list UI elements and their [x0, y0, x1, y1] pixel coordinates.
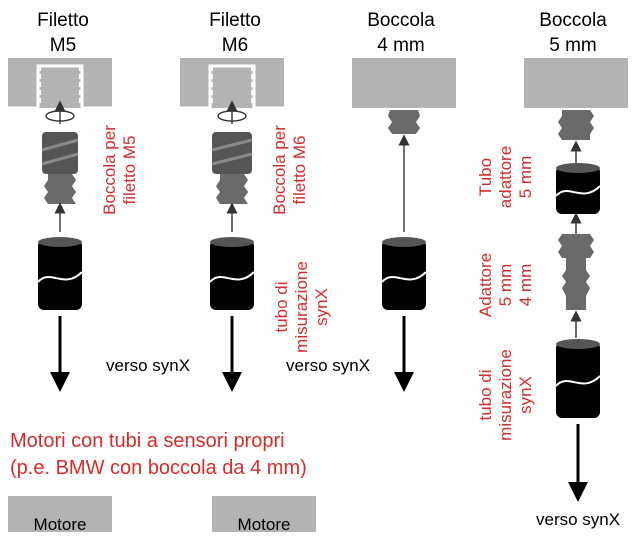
title-line2: M5	[49, 35, 77, 56]
title-line2: M6	[221, 35, 249, 56]
label-line: Boccola per	[100, 125, 119, 215]
label-line: misurazione	[496, 349, 515, 441]
label-line: filetto M6	[290, 135, 309, 205]
title-line2: 4 mm	[377, 35, 425, 56]
verso-synx-label: verso synX	[286, 356, 371, 375]
title-line1: Boccola	[367, 10, 435, 31]
label-line: filetto M5	[120, 135, 139, 205]
bushing-5mm	[558, 110, 594, 140]
arrow-down-head	[568, 482, 588, 502]
title-line1: Filetto	[37, 10, 89, 31]
bushing-4mm	[388, 110, 420, 134]
arrow-down-head	[222, 372, 242, 392]
note-line2: (p.e. BMW con boccola da 4 mm)	[10, 457, 307, 479]
title-filetto-m5: Filetto M5	[8, 8, 118, 58]
label-line: Tubo	[476, 157, 495, 197]
label-line: Boccola per	[270, 125, 289, 215]
title-boccola-5mm: Boccola 5 mm	[518, 8, 628, 58]
label-line: 5 mm	[516, 155, 535, 199]
label-tube-5mm: tubo di misurazione synX	[476, 330, 536, 460]
housing-m6	[180, 58, 284, 110]
title-filetto-m6: Filetto M6	[180, 8, 290, 58]
title-line2: 5 mm	[549, 35, 597, 56]
label-line: tubo di	[476, 369, 495, 421]
arrow-down-head	[50, 372, 70, 392]
motor-block: Motore	[212, 496, 316, 534]
adapter-tube	[555, 163, 601, 214]
label-line: tubo di	[272, 281, 291, 333]
bushing-m5	[41, 132, 79, 204]
label-line: synX	[312, 288, 331, 326]
measuring-tube-m5	[37, 237, 83, 310]
measuring-tube-m6	[209, 237, 255, 310]
housing-m5	[8, 58, 112, 110]
label-line: misurazione	[292, 261, 311, 353]
label-line: adattore	[496, 145, 515, 209]
title-line1: Boccola	[539, 10, 607, 31]
label-bushing-m6: Boccola per filetto M6	[270, 100, 310, 240]
housing-4mm	[352, 58, 456, 108]
title-boccola-4mm: Boccola 4 mm	[346, 8, 456, 58]
motor-block: Motore	[8, 496, 112, 534]
rotation-icon	[217, 100, 247, 124]
note-text: Motori con tubi a sensori propri (p.e. B…	[10, 428, 307, 482]
note-line1: Motori con tubi a sensori propri	[10, 430, 285, 452]
label-bushing-m5: Boccola per filetto M5	[100, 100, 140, 240]
measuring-tube-4mm	[381, 237, 427, 310]
verso-synx-label: verso synX	[536, 510, 621, 529]
bushing-m6	[211, 132, 253, 204]
assembly-diagram	[8, 58, 628, 502]
label-line: Adattore	[476, 252, 495, 318]
label-line: 5 mm	[496, 263, 515, 307]
label-adapter: Adattore 5 mm 4 mm	[476, 226, 536, 344]
arrow-down-head	[394, 372, 414, 392]
measuring-tube-5mm	[555, 339, 601, 418]
label-tube-m6: tubo di misurazione synX	[272, 242, 332, 372]
adapter-5-4	[558, 234, 594, 310]
verso-synx-label: verso synX	[106, 356, 191, 375]
label-line: synX	[516, 376, 535, 414]
title-line1: Filetto	[209, 10, 261, 31]
label-line: 4 mm	[516, 263, 535, 307]
label-adapter-tube: Tubo adattore 5 mm	[476, 118, 536, 236]
rotation-icon	[45, 100, 75, 124]
housing-5mm	[524, 58, 628, 108]
